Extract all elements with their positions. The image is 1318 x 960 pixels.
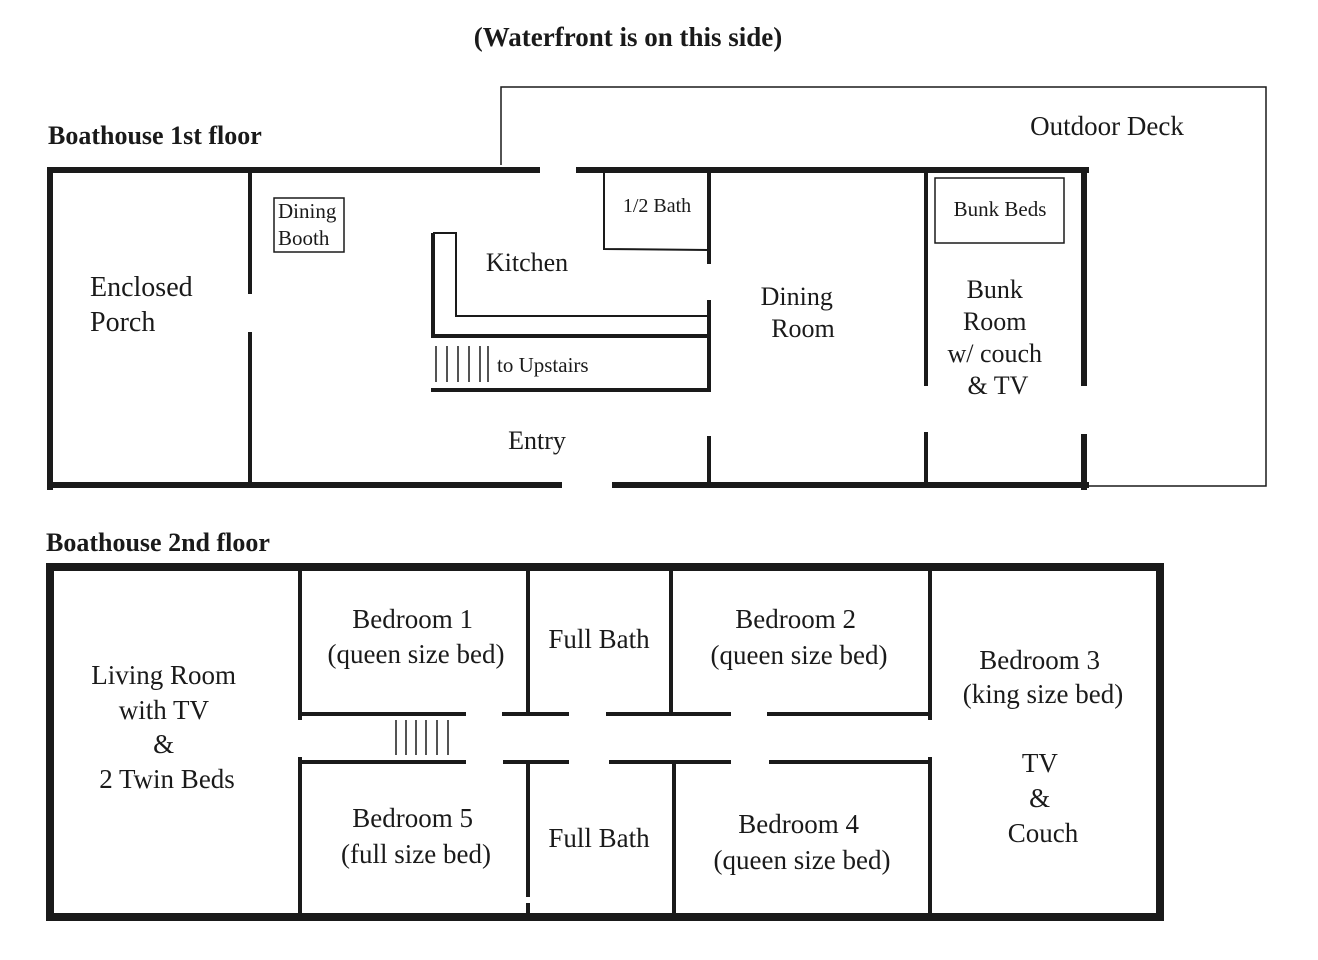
full-bath-top-label: Full Bath xyxy=(548,624,650,654)
enclosed-porch-label: Enclosed Porch xyxy=(90,272,200,338)
floor2-title: Boathouse 2nd floor xyxy=(46,528,270,557)
first-floor-plan: Boathouse 1st floor xyxy=(47,86,1267,490)
outdoor-deck-outline xyxy=(500,86,1267,487)
bedroom5-label: Bedroom 5 (full size bed) xyxy=(341,803,491,869)
full-bath-bottom-label: Full Bath xyxy=(548,823,650,853)
floor1-outer-walls xyxy=(47,167,1089,490)
bedroom3-label: Bedroom 3 (king size bed) xyxy=(963,645,1123,709)
bunk-beds-box xyxy=(934,177,1065,244)
floor1-interior-walls xyxy=(248,172,928,483)
dining-room-label: Dining Room xyxy=(761,282,840,343)
floor2-interior-walls xyxy=(298,571,932,913)
bunk-room-label: Bunk Room w/ couch & TV xyxy=(947,275,1048,400)
living-room-label: Living Room with TV & 2 Twin Beds xyxy=(91,660,243,794)
kitchen-label: Kitchen xyxy=(486,248,568,277)
bedroom1-label: Bedroom 1 (queen size bed) xyxy=(328,604,505,669)
bunk-beds-label: Bunk Beds xyxy=(954,197,1047,221)
entry-label: Entry xyxy=(508,426,566,455)
stairs-up-label: to Upstairs xyxy=(497,353,589,377)
second-floor-plan: Boathouse 2nd floor xyxy=(46,528,1164,921)
outdoor-deck-label: Outdoor Deck xyxy=(1030,111,1184,141)
floor1-title: Boathouse 1st floor xyxy=(48,121,262,150)
dining-booth-box xyxy=(273,197,345,253)
half-bath-label: 1/2 Bath xyxy=(623,195,691,217)
bedroom2-label: Bedroom 2 (queen size bed) xyxy=(711,604,888,670)
dining-booth-label: Dining Booth xyxy=(278,199,342,250)
waterfront-note: (Waterfront is on this side) xyxy=(474,22,783,52)
bedroom4-label: Bedroom 4 (queen size bed) xyxy=(714,809,891,875)
floor2-outer-walls xyxy=(46,563,1164,921)
floor1-stairs-icon xyxy=(435,346,489,382)
floor2-stairs-icon xyxy=(395,720,449,755)
bedroom3-extra-label: TV & Couch xyxy=(1008,748,1079,848)
